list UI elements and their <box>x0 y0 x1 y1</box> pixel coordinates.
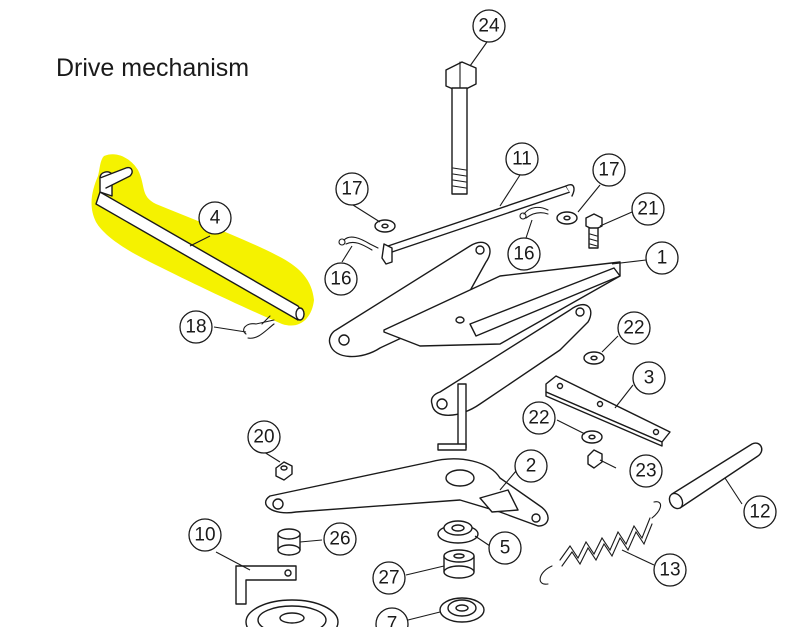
callout-20: 20 <box>247 420 281 454</box>
svg-text:13: 13 <box>659 560 680 581</box>
part-26-bushing <box>277 528 301 556</box>
callout-18: 18 <box>179 310 213 344</box>
svg-text:24: 24 <box>478 16 500 37</box>
callout-11: 11 <box>505 142 539 176</box>
svg-text:16: 16 <box>330 269 351 290</box>
part-17a-washer <box>374 219 396 233</box>
part-23-nut <box>587 449 603 469</box>
part-22b-washer <box>581 430 603 444</box>
part-22a-washer <box>583 351 605 365</box>
callout-13: 13 <box>653 553 687 587</box>
callout-12: 12 <box>743 495 777 529</box>
part-16b-clip <box>519 206 549 220</box>
svg-text:10: 10 <box>194 525 215 546</box>
callout-1: 1 <box>645 241 679 275</box>
svg-text:2: 2 <box>526 456 537 477</box>
diagram-title: Drive mechanism <box>56 54 250 82</box>
svg-text:1: 1 <box>657 248 668 269</box>
part-5-bushing <box>437 520 479 544</box>
svg-text:7: 7 <box>387 614 398 627</box>
svg-text:23: 23 <box>635 461 656 482</box>
leader-lines <box>189 41 743 621</box>
svg-text:17: 17 <box>598 160 619 181</box>
svg-text:27: 27 <box>378 568 399 589</box>
svg-text:22: 22 <box>528 408 549 429</box>
part-24-bolt <box>445 61 477 195</box>
callout-5: 5 <box>488 531 522 565</box>
callout-24: 24 <box>472 9 506 43</box>
svg-text:26: 26 <box>329 529 350 550</box>
callout-22b: 22 <box>522 401 556 435</box>
svg-text:18: 18 <box>185 317 206 338</box>
callout-26: 26 <box>323 522 357 556</box>
part-10-bracket <box>235 565 297 605</box>
part-17b-washer <box>556 211 578 225</box>
svg-text:11: 11 <box>512 149 532 170</box>
svg-text:12: 12 <box>749 502 770 523</box>
svg-text:20: 20 <box>253 427 274 448</box>
callout-23: 23 <box>629 454 663 488</box>
part-27-spacer <box>443 549 475 579</box>
callout-21: 21 <box>631 192 665 226</box>
part-11-control-rod <box>381 184 575 265</box>
part-7-bearing <box>439 597 485 623</box>
svg-text:5: 5 <box>500 538 511 559</box>
svg-text:17: 17 <box>341 179 362 200</box>
callout-17b: 17 <box>592 153 626 187</box>
callout-22a: 22 <box>617 311 651 345</box>
callout-3: 3 <box>632 361 666 395</box>
callout-10: 10 <box>188 518 222 552</box>
part-4-pivot-rod <box>95 166 305 321</box>
svg-text:21: 21 <box>637 199 658 220</box>
callout-16a: 16 <box>324 262 358 296</box>
pulley <box>245 599 339 627</box>
part-18-clip <box>243 315 275 339</box>
svg-text:16: 16 <box>513 244 534 265</box>
part-12-tube <box>668 442 763 510</box>
svg-text:4: 4 <box>210 208 221 229</box>
callout-7: 7 <box>375 607 409 627</box>
part-3-plate <box>545 375 671 447</box>
svg-text:3: 3 <box>644 368 655 389</box>
part-21-bolt <box>585 213 603 249</box>
part-20-nut <box>275 461 293 481</box>
part-1-bracket <box>328 241 621 451</box>
svg-text:22: 22 <box>623 318 644 339</box>
callout-2: 2 <box>514 449 548 483</box>
part-2-idler-arm <box>264 458 549 527</box>
callout-27: 27 <box>372 561 406 595</box>
part-13-spring <box>539 501 662 585</box>
callout-17a: 17 <box>335 172 369 206</box>
callout-16b: 16 <box>507 237 541 271</box>
part-16a-clip <box>338 236 379 251</box>
callout-4: 4 <box>198 201 232 235</box>
